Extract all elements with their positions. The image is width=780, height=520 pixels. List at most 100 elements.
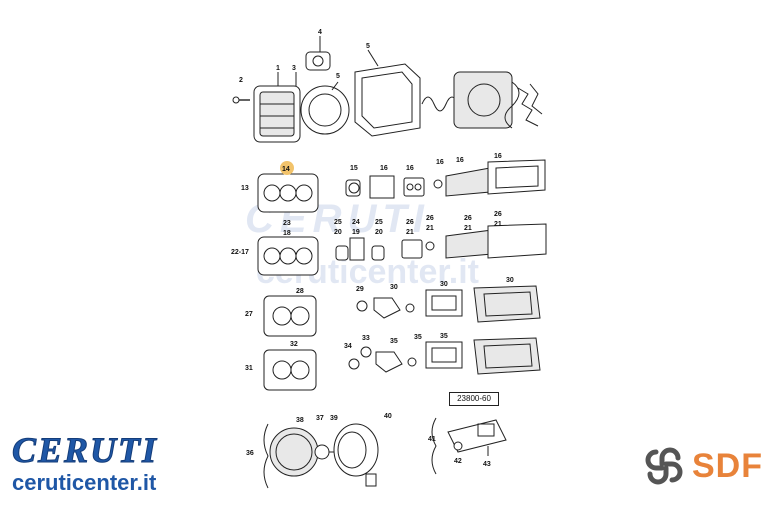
- bulb-29: [356, 300, 368, 312]
- reflector-ring-5: [300, 85, 350, 135]
- headlamp-lens-3: [259, 91, 295, 137]
- label-32: 32: [290, 341, 298, 348]
- label-28: 28: [296, 288, 304, 295]
- tail-lamp-32: [263, 349, 317, 391]
- label-18: 18: [283, 230, 291, 237]
- label-22-17: 22-17: [231, 249, 249, 256]
- label-41: 41: [428, 436, 436, 443]
- label-2: 2: [239, 77, 243, 84]
- label-35b: 35: [414, 334, 422, 341]
- label-31: 31: [245, 365, 253, 372]
- lamp-cover-21d: [487, 223, 547, 259]
- label-39: 39: [330, 415, 338, 422]
- label-23: 23: [283, 220, 291, 227]
- tail-lamp-row-31: [263, 337, 541, 391]
- label-26a: 26: [406, 219, 414, 226]
- lamp-cover-30c: [473, 285, 541, 323]
- sdf-logo: SDF: [692, 446, 763, 485]
- ceruti-logo: CERUTI: [11, 430, 159, 470]
- screw-42: [453, 441, 463, 451]
- bracket-35a: [375, 351, 403, 373]
- grommet-16c: [433, 179, 443, 189]
- label-16c: 16: [436, 159, 444, 166]
- bulb-34: [348, 358, 360, 370]
- reflector-39: [337, 431, 367, 469]
- spring-clip: [421, 96, 459, 112]
- work-lamp-assembly: [263, 417, 507, 489]
- label-35c: 35: [440, 333, 448, 340]
- grommet-21b: [425, 241, 435, 251]
- label-38: 38: [296, 417, 304, 424]
- label-29: 29: [356, 286, 364, 293]
- label-5b: 5: [366, 43, 370, 50]
- label-33: 33: [362, 335, 370, 342]
- label-21c: 21: [464, 225, 472, 232]
- label-4: 4: [318, 29, 322, 36]
- lamp-cover-35c: [473, 337, 541, 375]
- label-27: 27: [245, 311, 253, 318]
- label-37: 37: [316, 415, 324, 422]
- bracket-30a: [373, 297, 401, 319]
- highlight-marker: [280, 161, 294, 175]
- ceruti-site-link[interactable]: ceruticenter.it: [12, 470, 157, 495]
- label-43: 43: [483, 461, 491, 468]
- label-34: 34: [344, 343, 352, 350]
- bracket-19: [349, 237, 365, 261]
- ceruti-brand[interactable]: CERUTI ceruticenter.it: [11, 430, 159, 496]
- label-26c: 26: [464, 215, 472, 222]
- part-labels: 2 1 3 4 5 5 13 14 15 16 16 16 16 16 22-1…: [231, 29, 514, 468]
- headlamp-assembly: [232, 36, 543, 143]
- label-20b: 20: [375, 229, 383, 236]
- bulb-socket-20a: [335, 245, 349, 261]
- label-16a: 16: [380, 165, 388, 172]
- tail-lamp-28: [263, 295, 317, 337]
- label-30c: 30: [506, 277, 514, 284]
- label-25b: 25: [375, 219, 383, 226]
- label-21d: 21: [494, 221, 502, 228]
- label-13: 13: [241, 185, 249, 192]
- tail-lamp-14: [257, 173, 319, 213]
- headlamp-housing-5: [354, 63, 421, 137]
- headlamp-shroud: [453, 71, 513, 129]
- mount-stud: [365, 473, 377, 487]
- label-21b: 21: [426, 225, 434, 232]
- tail-lamp-row-22: [257, 223, 547, 276]
- reference-code-box: 23800-60: [449, 392, 499, 406]
- connector-21a: [401, 239, 423, 259]
- lamp-housing-40: [333, 423, 379, 477]
- lens-38: [269, 427, 319, 477]
- label-3: 3: [292, 65, 296, 72]
- label-19: 19: [352, 229, 360, 236]
- label-42: 42: [454, 458, 462, 465]
- label-16b: 16: [406, 165, 414, 172]
- bracket-41: [431, 417, 437, 475]
- label-1: 1: [276, 65, 280, 72]
- label-16e: 16: [494, 153, 502, 160]
- label-30b: 30: [440, 281, 448, 288]
- label-16d: 16: [456, 157, 464, 164]
- label-5a: 5: [336, 73, 340, 80]
- lamp-cover-16e: [487, 159, 546, 195]
- tail-lamp-row-13: [257, 159, 546, 213]
- label-36: 36: [246, 450, 254, 457]
- label-25a: 25: [334, 219, 342, 226]
- bulb-37: [314, 444, 330, 460]
- label-35a: 35: [390, 338, 398, 345]
- label-15: 15: [350, 165, 358, 172]
- gasket-35b: [425, 341, 463, 369]
- screw-2-head: [232, 96, 240, 104]
- label-26d: 26: [494, 211, 502, 218]
- sdf-link-icon: [645, 447, 683, 485]
- sdf-brand[interactable]: SDF: [642, 444, 763, 488]
- label-30a: 30: [390, 284, 398, 291]
- label-24: 24: [352, 219, 360, 226]
- tail-lamp-row-27: [263, 285, 541, 337]
- tail-lamp-18: [257, 236, 319, 276]
- connector-16b: [403, 177, 425, 197]
- bulb-33: [360, 346, 372, 358]
- label-26b: 26: [426, 215, 434, 222]
- label-14: 14: [282, 166, 290, 173]
- label-40: 40: [384, 413, 392, 420]
- lamp-housing-21c: [445, 229, 493, 259]
